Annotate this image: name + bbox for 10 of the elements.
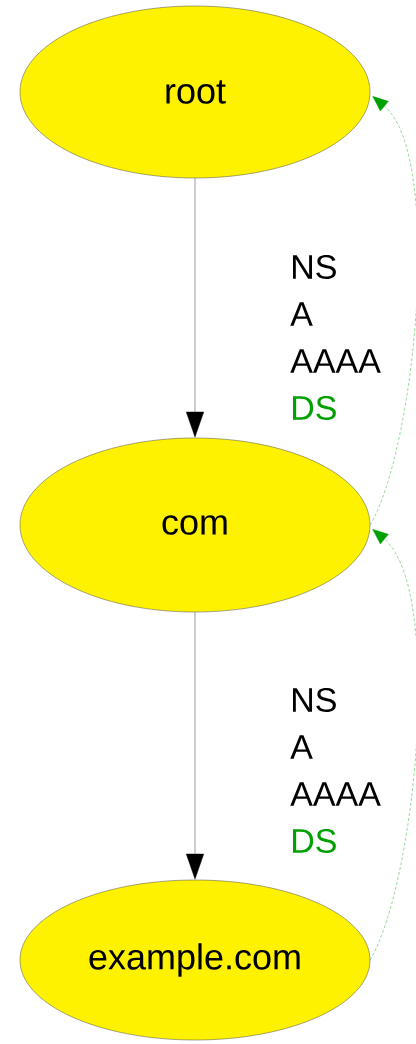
arrow bbox=[186, 178, 204, 438]
arrow bbox=[370, 96, 416, 526]
record-type-label: A bbox=[290, 735, 313, 759]
arrow bbox=[186, 612, 204, 880]
arrow bbox=[370, 529, 416, 961]
record-type-label: AAAA bbox=[290, 349, 381, 373]
record-type-label: NS bbox=[293, 254, 336, 280]
record-type-label: NS bbox=[293, 687, 336, 713]
record-type-label: A bbox=[290, 302, 313, 326]
record-type-label: AAAA bbox=[290, 782, 381, 806]
